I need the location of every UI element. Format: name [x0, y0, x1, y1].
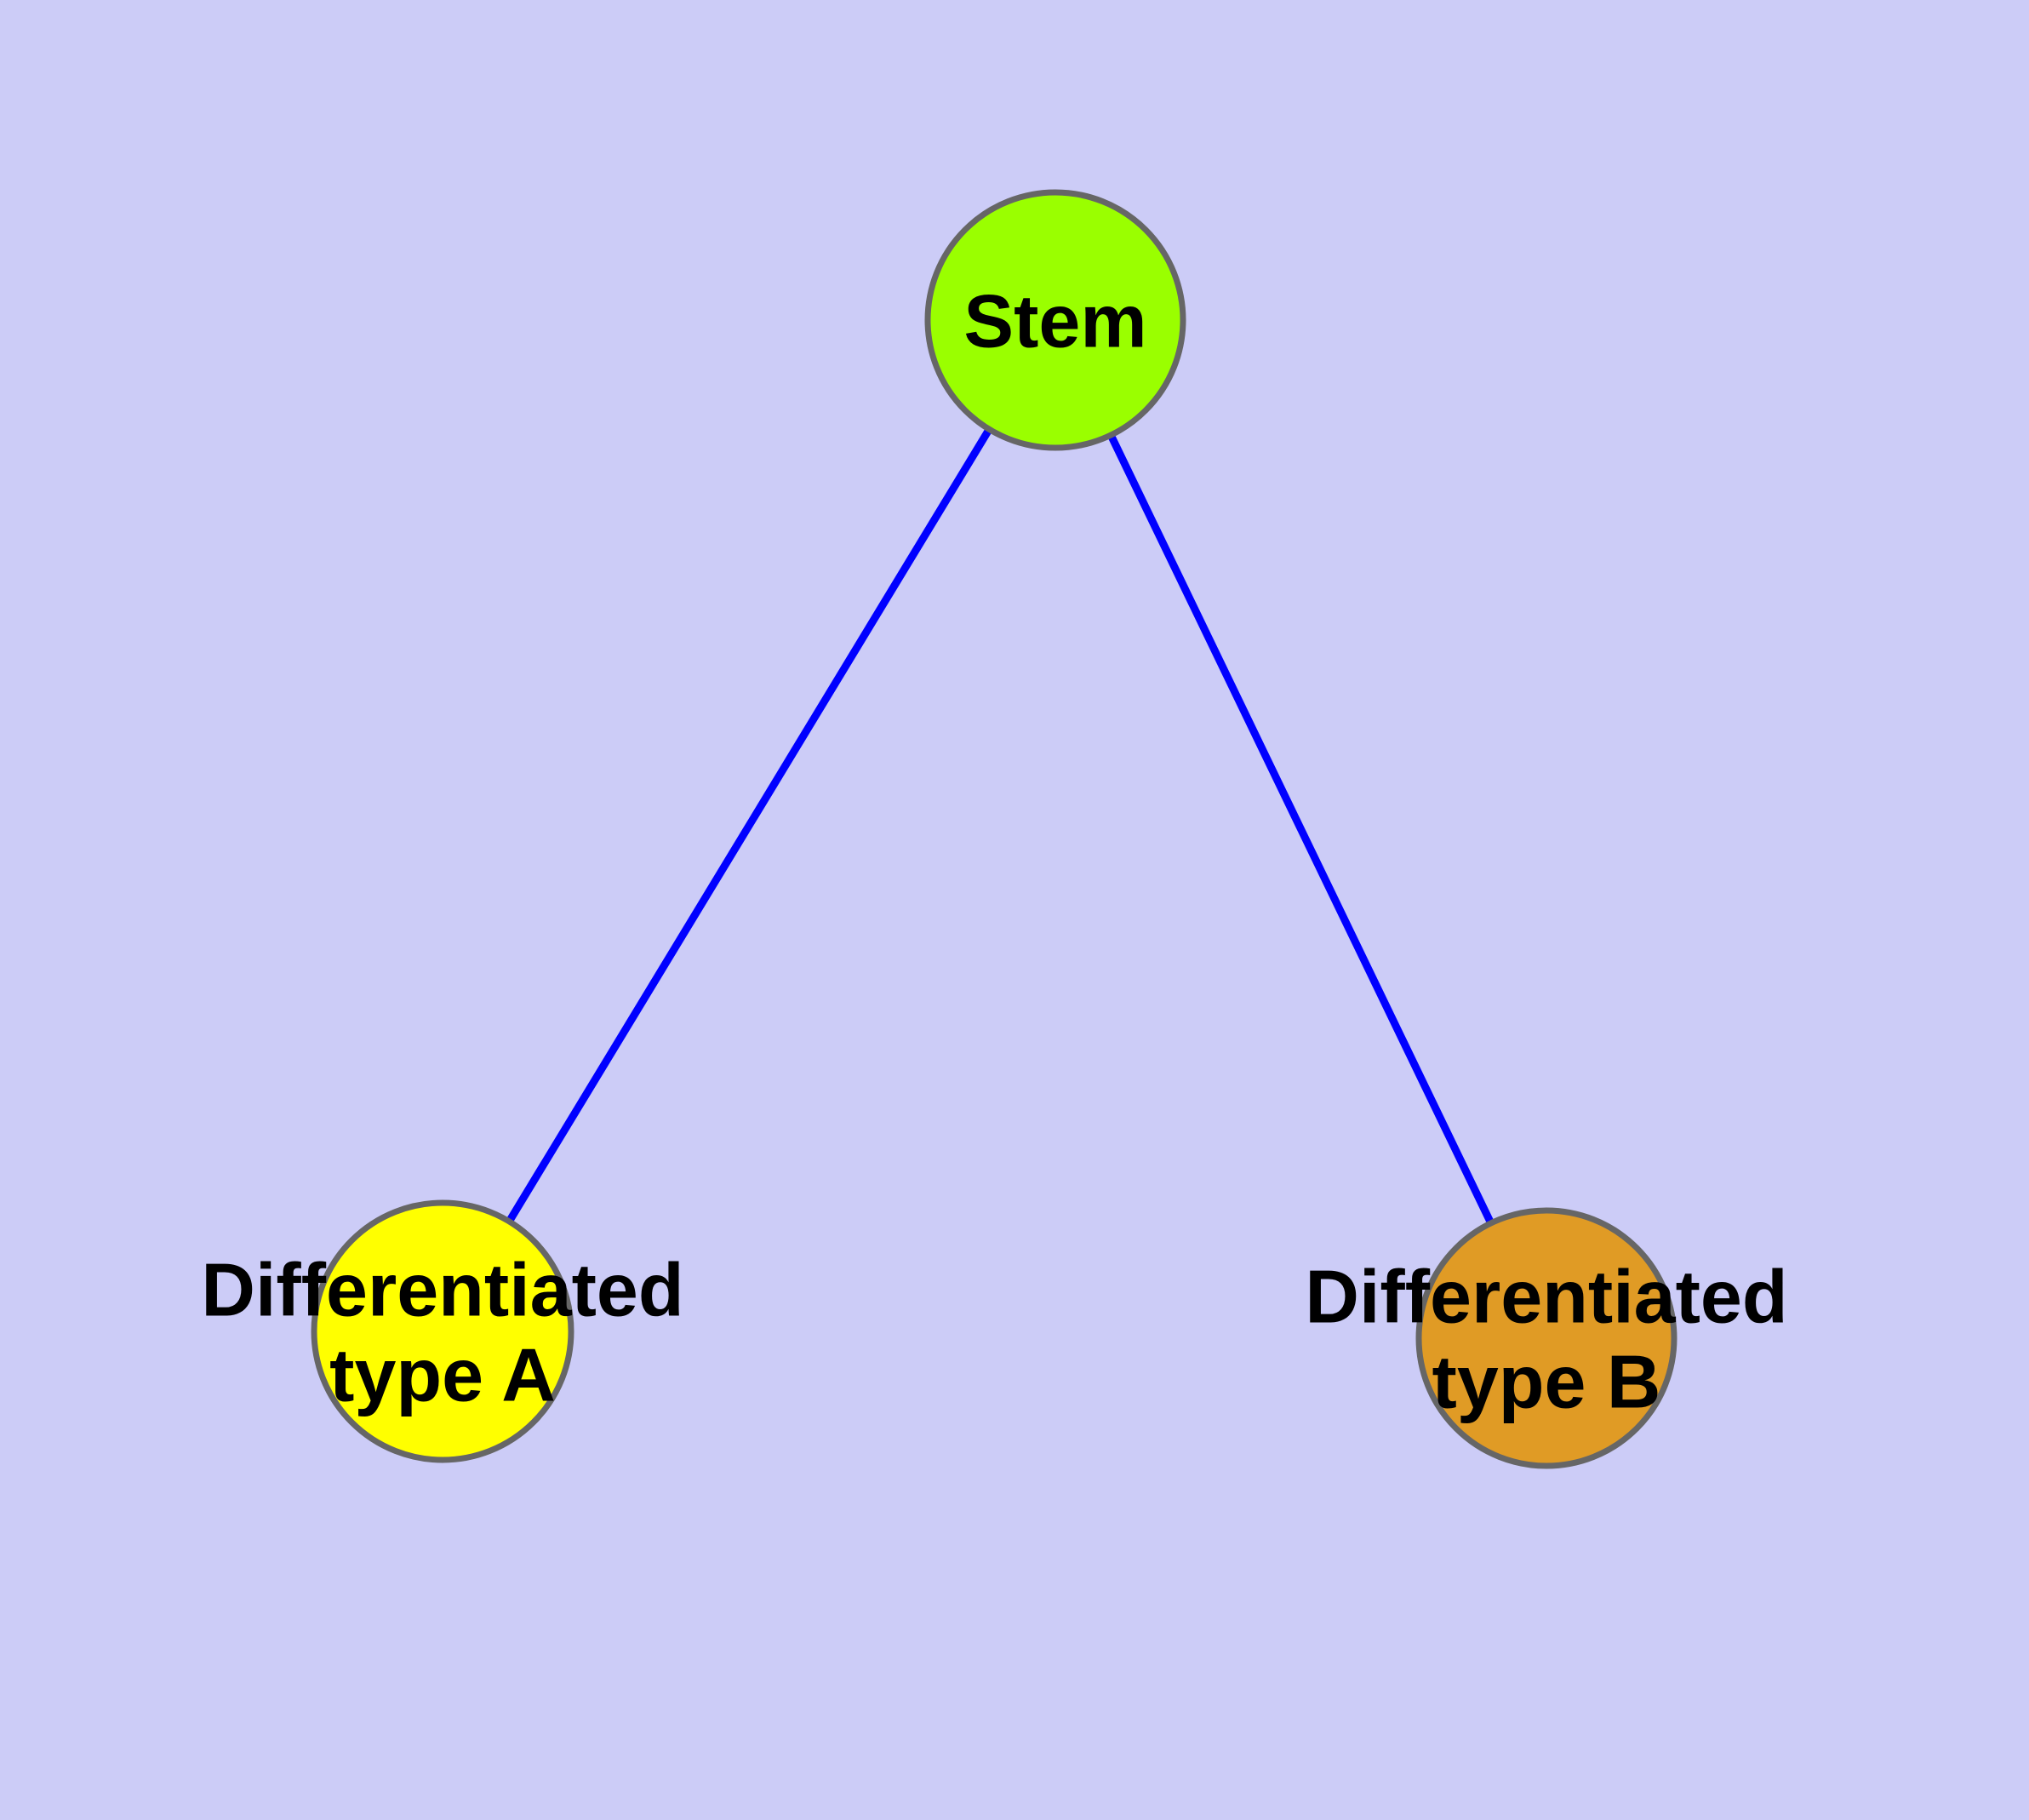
node-diff-b[interactable] — [1415, 1207, 1677, 1469]
node-diff-a-label-line2: type A — [329, 1332, 556, 1417]
node-diff-a-label-line1: Differentiated — [201, 1247, 683, 1331]
node-diff-a[interactable] — [311, 1199, 574, 1463]
node-stem[interactable] — [924, 189, 1186, 451]
edge-stem-to-diff-a[interactable] — [439, 318, 1059, 1334]
label-layer: Stem Differentiated type A Differentiate… — [201, 278, 1787, 1423]
node-diff-b-label-line2: type B — [1432, 1339, 1661, 1423]
node-diff-b-circle[interactable] — [1415, 1207, 1677, 1469]
node-diff-a-circle[interactable] — [311, 1199, 574, 1463]
node-diff-b-label-line1: Differentiated — [1305, 1254, 1787, 1338]
edge-stem-to-diff-b[interactable] — [1051, 318, 1551, 1340]
node-layer — [311, 189, 1677, 1469]
node-stem-label: Stem — [963, 278, 1146, 363]
edge-layer — [439, 318, 1551, 1340]
node-stem-circle[interactable] — [924, 189, 1186, 451]
